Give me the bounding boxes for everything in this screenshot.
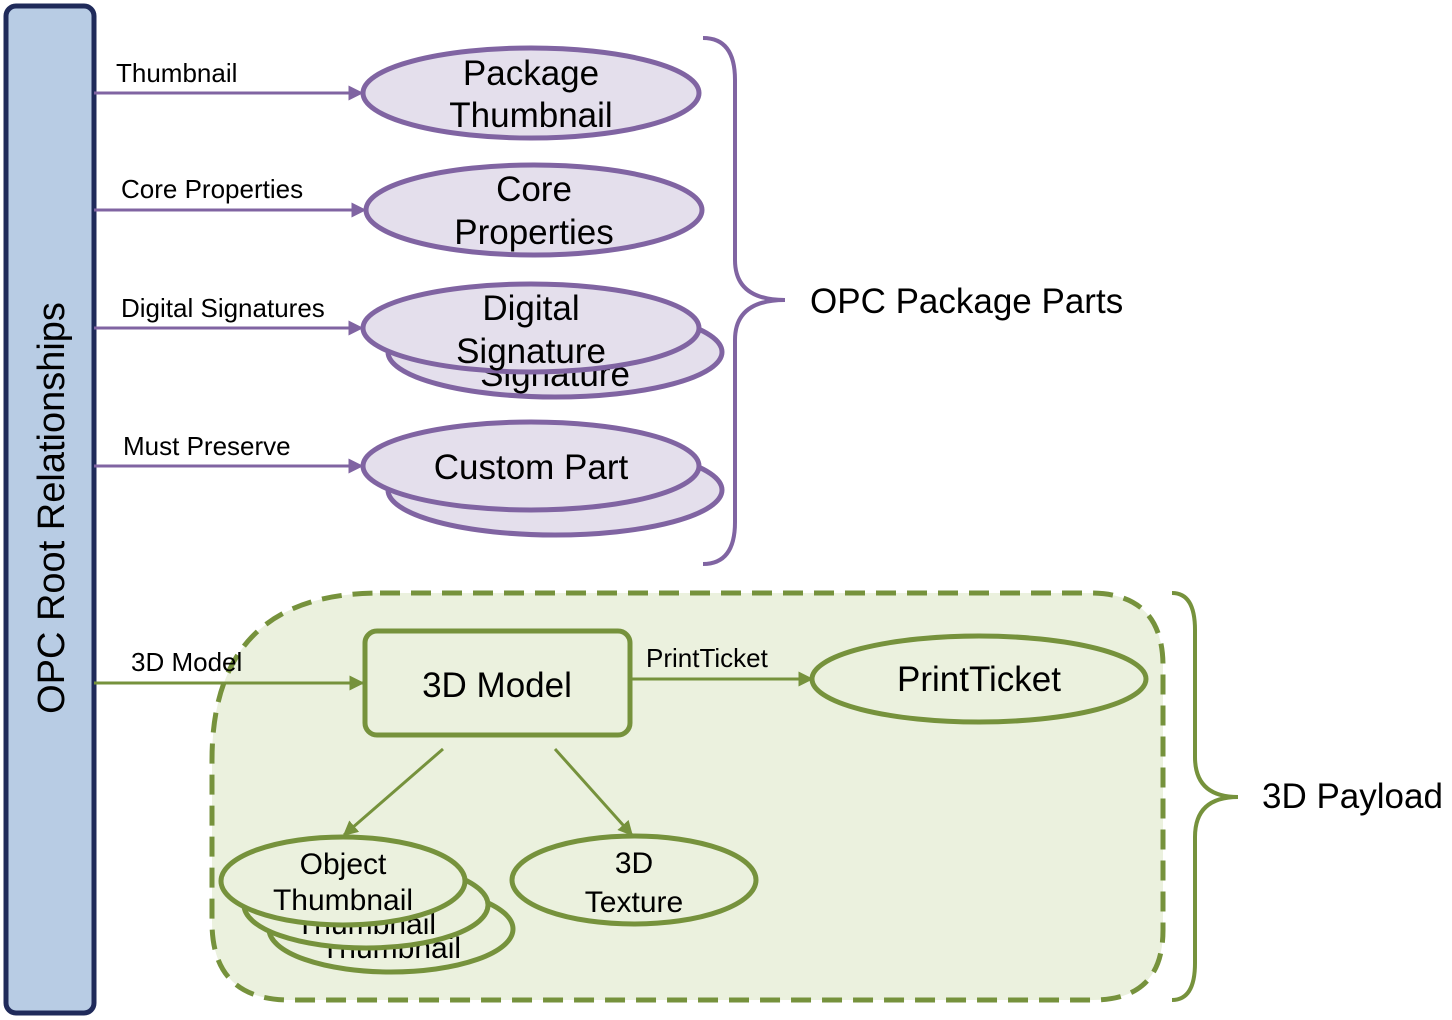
custom-part-node (360, 419, 702, 513)
printticket-node-label: PrintTicket (897, 660, 1061, 699)
model-to-texture-arrow (553, 747, 634, 837)
package-thumbnail-node (360, 45, 702, 141)
core-properties-label-line2: Properties (454, 213, 614, 252)
digital-signature-label-line1: Digital (482, 289, 579, 328)
model-node (362, 628, 633, 738)
object-thumbnail-label-line2: Thumbnail (273, 884, 413, 917)
digital-signature-label-line2: Signature (456, 332, 606, 371)
printticket-node (809, 633, 1149, 725)
package-parts-group-label: OPC Package Parts (810, 282, 1123, 321)
texture-label-line1: 3D (615, 847, 653, 880)
payload-group-label: 3D Payload (1262, 777, 1443, 816)
package-parts-brace (702, 36, 786, 566)
model-node-label: 3D Model (422, 666, 572, 705)
core-properties-rel-label: Core Properties (121, 174, 303, 204)
core-properties-node (363, 162, 705, 258)
object-thumbnail-label-line1: Object (300, 848, 387, 881)
root-relationships-bar (3, 3, 97, 1016)
digital-signatures-rel-label: Digital Signatures (121, 293, 325, 323)
core-properties-label-line1: Core (496, 170, 572, 209)
payload-brace (1171, 591, 1239, 1002)
model-to-thumbnail-arrow (342, 747, 444, 837)
model-rel-label: 3D Model (131, 647, 242, 677)
package-thumbnail-label-line2: Thumbnail (449, 96, 612, 135)
root-relationships-label: OPC Root Relationships (31, 302, 73, 714)
printticket-rel-label: PrintTicket (646, 643, 769, 673)
package-thumbnail-label-line1: Package (463, 54, 599, 93)
texture-label-line2: Texture (585, 886, 683, 919)
thumbnail-rel-label: Thumbnail (116, 58, 237, 88)
custom-part-label: Custom Part (434, 448, 629, 487)
object-thumbnail-node (218, 834, 468, 928)
must-preserve-rel-label: Must Preserve (123, 431, 291, 461)
digital-signature-node (360, 281, 702, 375)
texture-node (509, 833, 759, 927)
